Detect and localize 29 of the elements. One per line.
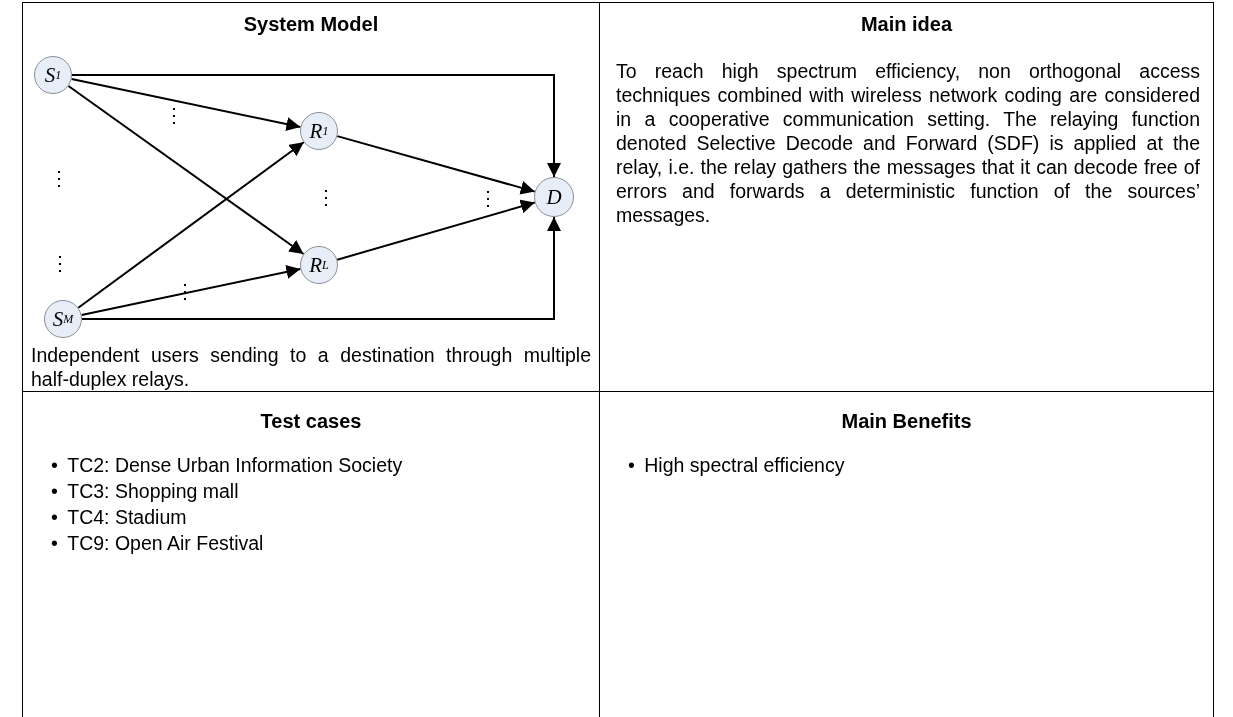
paragraph: Independent users sending to a destination through multiple half-duplex relays.: [31, 343, 591, 391]
bullet-item: • High spectral efficiency: [628, 453, 845, 478]
bullet-item: • TC3: Shopping mall: [51, 479, 239, 504]
table-cell: [600, 2, 1214, 392]
arrow: [336, 199, 536, 261]
ellipsis-mark: ⋮: [164, 105, 184, 125]
ellipsis-mark: ⋮: [175, 281, 195, 301]
ellipsis-mark: ⋮: [478, 188, 498, 208]
arrow: [81, 216, 561, 320]
ellipsis-mark: ⋮: [50, 253, 70, 273]
table-cell: [22, 2, 600, 392]
node-circle: D: [534, 177, 574, 217]
arrow: [67, 85, 305, 255]
arrow: [80, 264, 302, 317]
section-heading: Main idea: [859, 13, 954, 36]
bullet-item: • TC4: Stadium: [51, 505, 187, 530]
arrow: [70, 77, 302, 132]
ellipsis-mark: ⋮: [316, 187, 336, 207]
ellipsis-mark: ⋮: [49, 168, 69, 188]
table-cell: [22, 392, 600, 717]
section-heading: Main Benefits: [840, 410, 973, 433]
bullet-item: • TC9: Open Air Festival: [51, 531, 264, 556]
section-heading: System Model: [242, 13, 380, 36]
arrow: [71, 74, 561, 178]
arrow: [336, 135, 536, 195]
paragraph: To reach high spectrum efficiency, non orthogonal access techniques combined with wireless network coding are considered in a cooperative communication setting. The relaying function denoted Selective Decode and Forward (SDF) is applied at the relay, i.e. the relay gathers the messages that it can decode free of errors and forwards a deterministic function of the sources’ messages.: [616, 59, 1200, 227]
bullet-item: • TC2: Dense Urban Information Society: [51, 453, 403, 478]
arrow: [77, 141, 305, 309]
section-heading: Test cases: [259, 410, 363, 433]
